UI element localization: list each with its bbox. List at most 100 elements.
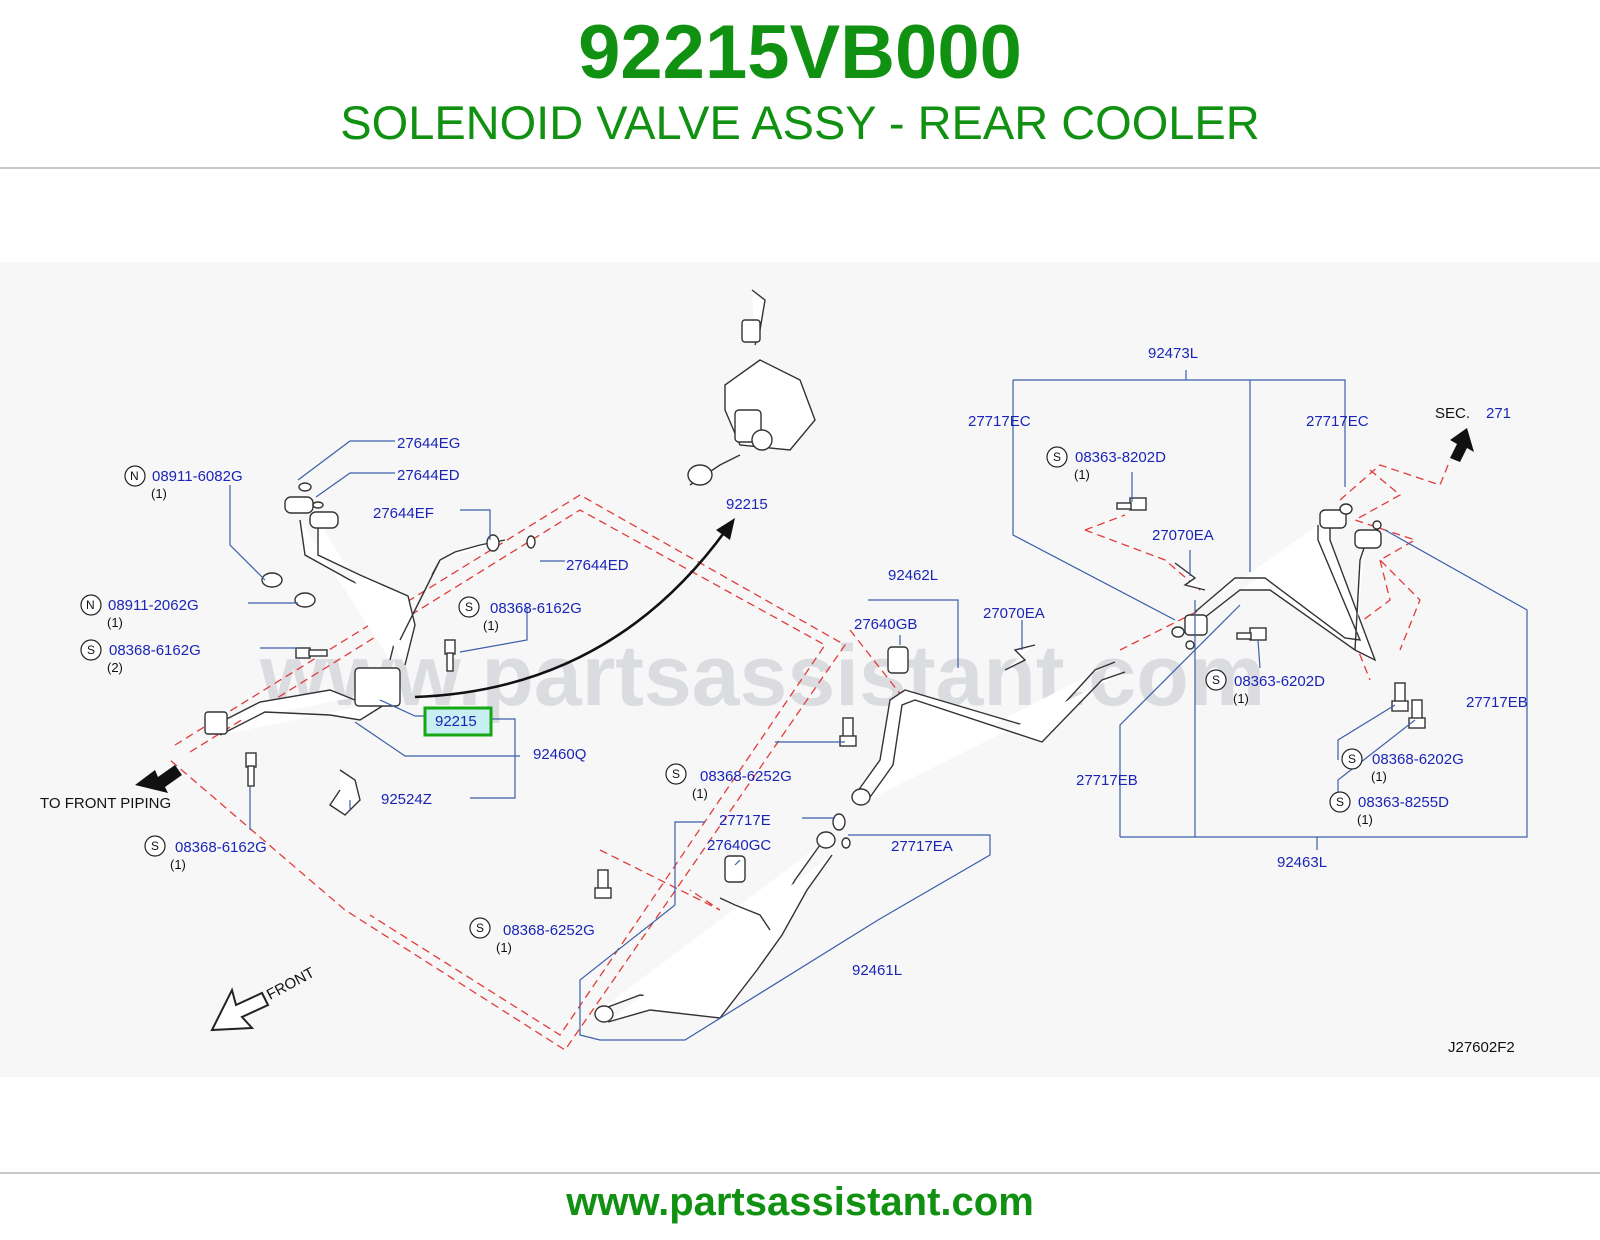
part-name-subtitle: SOLENOID VALVE ASSY - REAR COOLER bbox=[340, 96, 1260, 149]
label-27717EC-b[interactable]: 27717EC bbox=[1306, 413, 1369, 430]
header-divider bbox=[0, 167, 1600, 169]
clamp-92524Z bbox=[329, 769, 361, 816]
label-92461L[interactable]: 92461L bbox=[852, 962, 902, 979]
label-27640GC[interactable]: 27640GC bbox=[707, 837, 771, 854]
solenoid-valve-body bbox=[354, 667, 401, 707]
sec-number-link[interactable]: 271 bbox=[1486, 405, 1511, 422]
label-08363-8202D[interactable]: 08363-8202D bbox=[1075, 449, 1166, 466]
bolt-08368-6162G-a bbox=[295, 647, 328, 659]
part-labels: 27644EG 27644ED 27644EF 27644ED 08911-60… bbox=[107, 345, 1528, 979]
qty-08363-8255D: (1) bbox=[1357, 812, 1373, 827]
label-27644EG[interactable]: 27644EG bbox=[397, 435, 460, 452]
qty-08911-6082G: (1) bbox=[151, 486, 167, 501]
highlight-box-92215[interactable] bbox=[423, 706, 493, 737]
right-dash-1 bbox=[1084, 529, 1201, 591]
label-27717E[interactable]: 27717E bbox=[719, 812, 771, 829]
label-08911-2062G[interactable]: 08911-2062G bbox=[108, 597, 199, 614]
label-08368-6162G-a[interactable]: 08368-6162G bbox=[109, 642, 201, 659]
marker-s: S bbox=[151, 839, 159, 853]
label-27644ED-b[interactable]: 27644ED bbox=[566, 557, 629, 574]
right-dash-sec bbox=[1339, 459, 1451, 501]
bolt-08368-6162G-b bbox=[444, 639, 456, 672]
qty-08368-6162G-c: (1) bbox=[170, 857, 186, 872]
label-27717EB-a[interactable]: 27717EB bbox=[1466, 694, 1528, 711]
detail-arrow-head bbox=[716, 518, 735, 540]
label-08368-6162G-b[interactable]: 08368-6162G bbox=[490, 600, 582, 617]
label-08368-6252G-a[interactable]: 08368-6252G bbox=[700, 768, 792, 785]
marker-n: N bbox=[130, 469, 139, 483]
part-number-title: 92215VB000 bbox=[578, 10, 1022, 95]
right-dash-3 bbox=[1353, 469, 1421, 651]
qty-08363-8202D: (1) bbox=[1074, 467, 1090, 482]
label-08911-6082G[interactable]: 08911-6082G bbox=[152, 468, 243, 485]
right-dash-2 bbox=[1084, 514, 1126, 531]
qty-08368-6252G-b: (1) bbox=[496, 940, 512, 955]
marker-s: S bbox=[87, 643, 95, 657]
label-08368-6162G-c[interactable]: 08368-6162G bbox=[175, 839, 267, 856]
label-27644ED-a[interactable]: 27644ED bbox=[397, 467, 460, 484]
label-08363-8255D[interactable]: 08363-8255D bbox=[1358, 794, 1449, 811]
label-27070EA-b[interactable]: 27070EA bbox=[1152, 527, 1214, 544]
right-dash-4 bbox=[1349, 559, 1391, 681]
solenoid-valve-detail bbox=[687, 289, 816, 486]
qty-08368-6202G: (1) bbox=[1371, 769, 1387, 784]
label-27644EF[interactable]: 27644EF bbox=[373, 505, 434, 522]
qty-08911-2062G: (1) bbox=[107, 615, 123, 630]
mid-dash bbox=[849, 629, 906, 701]
label-92215-detail[interactable]: 92215 bbox=[726, 496, 768, 513]
insulator-27070EA-b bbox=[1174, 562, 1206, 591]
marker-s: S bbox=[1212, 673, 1220, 687]
sec-arrow bbox=[1450, 428, 1474, 462]
front-label: FRONT bbox=[264, 964, 318, 1003]
label-27717EA[interactable]: 27717EA bbox=[891, 838, 953, 855]
pipe-clip-27640GC bbox=[724, 855, 746, 883]
bolt-symbols bbox=[245, 497, 1426, 899]
pipe-clip-27640GB bbox=[887, 646, 909, 674]
label-92462L[interactable]: 92462L bbox=[888, 567, 938, 584]
label-08368-6202G[interactable]: 08368-6202G bbox=[1372, 751, 1464, 768]
right-dash-5 bbox=[1119, 609, 1201, 651]
insulator-27070EA-a bbox=[1004, 644, 1036, 671]
bolt-08368-6162G-c bbox=[245, 752, 257, 787]
to-front-piping-label: TO FRONT PIPING bbox=[40, 795, 171, 812]
diagram-code: J27602F2 bbox=[1448, 1039, 1515, 1056]
label-27640GB[interactable]: 27640GB bbox=[854, 616, 917, 633]
bolt-08363-8255D bbox=[1408, 699, 1426, 729]
label-92463L[interactable]: 92463L bbox=[1277, 854, 1327, 871]
bolt-08368-6202G bbox=[1391, 682, 1409, 712]
to-front-piping-arrow bbox=[135, 765, 182, 793]
front-direction-arrow bbox=[210, 987, 270, 1032]
qty-08368-6162G-b: (1) bbox=[483, 618, 499, 633]
assembly-outline-outer bbox=[169, 494, 846, 1051]
lower-dash bbox=[599, 849, 721, 911]
o-rings bbox=[298, 482, 1382, 849]
footer-url[interactable]: www.partsassistant.com bbox=[566, 1180, 1034, 1224]
label-27717EC-a[interactable]: 27717EC bbox=[968, 413, 1031, 430]
label-92460Q[interactable]: 92460Q bbox=[533, 746, 586, 763]
marker-n: N bbox=[86, 598, 95, 612]
detail-arrow-line bbox=[414, 529, 728, 699]
label-92473L[interactable]: 92473L bbox=[1148, 345, 1198, 362]
label-27717EB-b[interactable]: 27717EB bbox=[1076, 772, 1138, 789]
marker-circles: N N S S S S S S S S S bbox=[80, 446, 1363, 939]
marker-s: S bbox=[1336, 795, 1344, 809]
rear-pipe-right bbox=[1184, 509, 1382, 662]
label-08363-6202D[interactable]: 08363-6202D bbox=[1234, 673, 1325, 690]
qty-08363-6202D: (1) bbox=[1233, 691, 1249, 706]
label-27070EA-a[interactable]: 27070EA bbox=[983, 605, 1045, 622]
assembly-outline-inner bbox=[189, 509, 826, 1036]
label-08368-6252G-b[interactable]: 08368-6252G bbox=[503, 922, 595, 939]
qty-08368-6252G-a: (1) bbox=[692, 786, 708, 801]
highlight-label-92215[interactable]: 92215 bbox=[435, 713, 477, 730]
marker-s: S bbox=[1348, 752, 1356, 766]
marker-s: S bbox=[476, 921, 484, 935]
front-piping-assembly bbox=[204, 496, 506, 736]
label-92524Z[interactable]: 92524Z bbox=[381, 791, 432, 808]
bolt-08368-6252G-b bbox=[594, 869, 612, 899]
rear-pipe-middle bbox=[594, 646, 1126, 1023]
leader-lines bbox=[229, 370, 1528, 1041]
bolt-08368-6252G-a bbox=[839, 717, 857, 747]
sec-prefix-label: SEC. bbox=[1435, 405, 1470, 422]
marker-s: S bbox=[465, 600, 473, 614]
